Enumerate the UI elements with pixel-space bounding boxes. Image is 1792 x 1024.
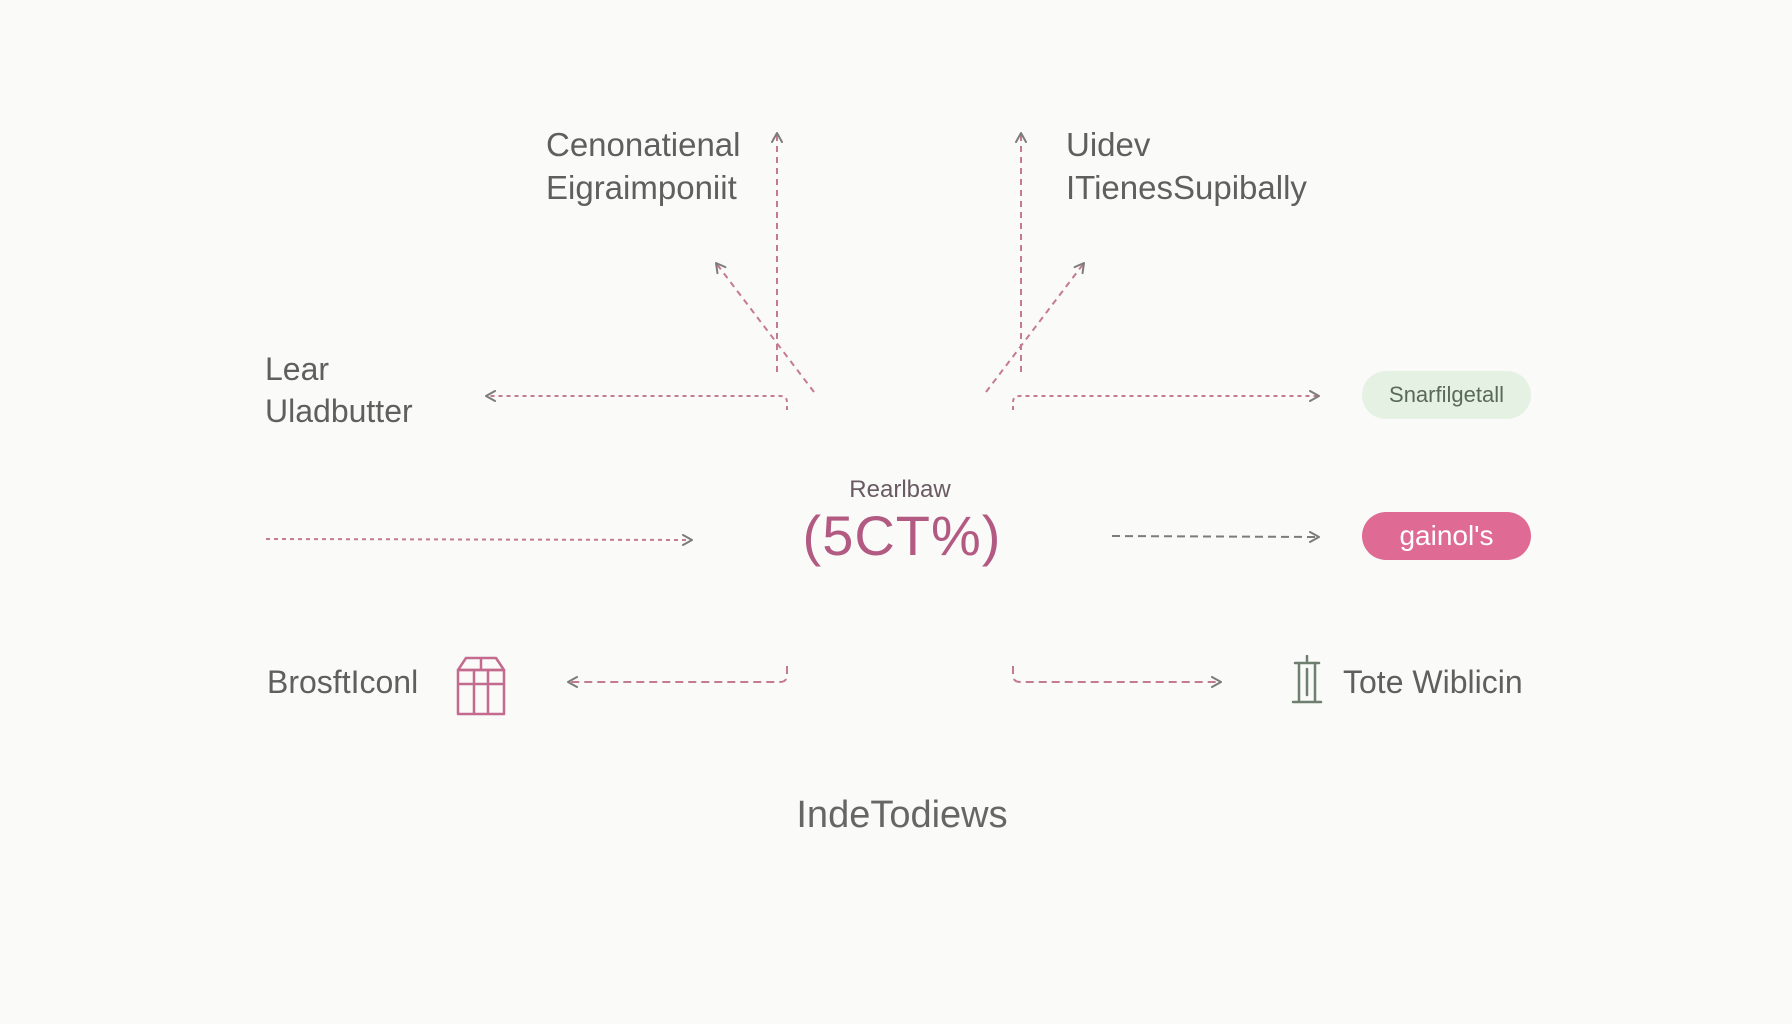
top-left-label-line1: Cenonatienal xyxy=(546,126,741,163)
arrow-to-green-pill xyxy=(1012,390,1320,410)
arrow-to-pink-pill xyxy=(1111,530,1320,543)
left-label: Lear Uladbutter xyxy=(265,349,413,432)
arrow-to-bottom-right-label xyxy=(1012,666,1222,688)
arrow-up-right-diagonal xyxy=(985,262,1085,393)
snarfilgetall-pill[interactable]: Snarfilgetall xyxy=(1362,371,1531,419)
gainols-pill[interactable]: gainol's xyxy=(1362,512,1531,560)
top-right-label-line2: ITienesSupibally xyxy=(1066,168,1307,206)
top-left-label-line2: Eigraimponiit xyxy=(546,168,737,206)
left-label-line2: Uladbutter xyxy=(265,392,413,429)
bottom-right-label: Tote Wiblicin xyxy=(1343,664,1523,700)
center-caption: Rearlbaw xyxy=(849,476,951,503)
top-left-label: Cenonatienal Eigraimponiit xyxy=(546,124,741,210)
arrow-up-left-diagonal xyxy=(715,262,815,393)
left-label-line1: Lear xyxy=(265,351,330,387)
pillar-icon xyxy=(1291,655,1323,704)
arrow-into-center xyxy=(265,533,693,546)
center-value: (5CT%) xyxy=(802,504,1002,567)
footer-label: IndeTodiews xyxy=(796,794,1008,836)
building-icon xyxy=(456,656,506,716)
arrow-to-left-label xyxy=(485,390,788,410)
arrow-to-bottom-left-label xyxy=(567,666,788,688)
top-right-label: Uidev ITienesSupibally xyxy=(1066,124,1307,210)
top-right-label-line1: Uidev xyxy=(1066,126,1151,163)
bottom-left-label: BrosftIconl xyxy=(267,664,419,700)
